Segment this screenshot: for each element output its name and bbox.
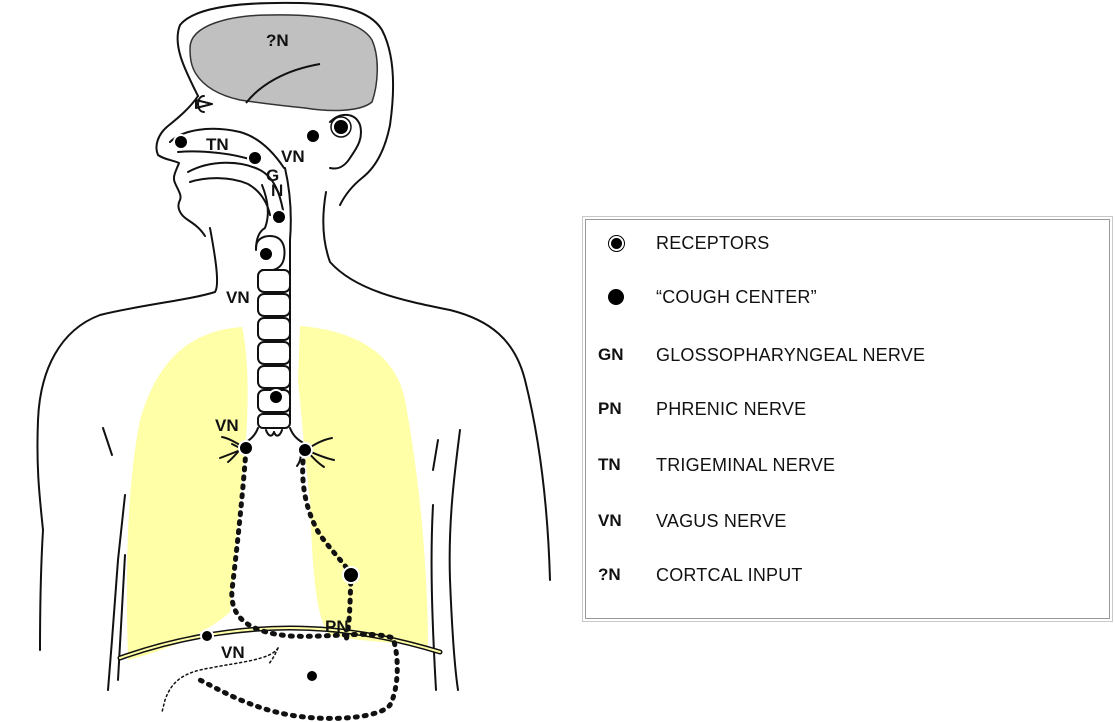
- legend-key-abbr: VN: [586, 511, 646, 531]
- label-vagus-neck: VN: [226, 288, 250, 307]
- vagus-pathway-abdominal-2: [268, 648, 278, 665]
- receptor-nasopharynx: [248, 151, 262, 165]
- legend-row-cough-center: “COUGH CENTER”: [586, 285, 817, 309]
- receptor-dot-icon: [611, 238, 622, 249]
- legend-key-abbr: GN: [586, 345, 646, 365]
- receptor-diaphragm: [201, 630, 213, 642]
- legend-label: “COUGH CENTER”: [646, 287, 817, 308]
- label-glosso-n: N: [271, 181, 283, 200]
- legend-label: RECEPTORS: [646, 233, 770, 254]
- right-lung: [298, 326, 428, 650]
- receptor-right-bronchus: [298, 443, 312, 457]
- label-vagus-ear: VN: [281, 147, 305, 166]
- legend-row-receptors: RECEPTORS: [586, 231, 770, 255]
- cough-center-dot-icon: [608, 289, 624, 305]
- receptor-trachea: [269, 390, 283, 404]
- legend-label: TRIGEMINAL NERVE: [646, 455, 835, 476]
- label-cortical-input: ?N: [266, 31, 289, 50]
- legend-label: GLOSSOPHARYNGEAL NERVE: [646, 345, 925, 366]
- cough-center: [333, 119, 349, 135]
- legend-label: PHRENIC NERVE: [646, 399, 806, 420]
- label-phrenic: PN: [325, 617, 349, 636]
- receptor-pharynx: [272, 210, 286, 224]
- label-vagus-abdomen: VN: [221, 643, 245, 662]
- vagus-pathway-abdominal: [162, 648, 278, 712]
- legend-key-cough-center: [586, 289, 646, 305]
- legend-key-abbr: PN: [586, 399, 646, 419]
- receptor-larynx: [259, 247, 273, 261]
- legend-key-receptors: [586, 238, 646, 249]
- legend-row-glossopharyngeal: GN GLOSSOPHARYNGEAL NERVE: [586, 343, 925, 367]
- legend-label: VAGUS NERVE: [646, 511, 787, 532]
- brain-shape: [190, 15, 377, 111]
- legend-key-abbr: TN: [586, 455, 646, 475]
- label-vagus-bronchi: VN: [215, 416, 239, 435]
- legend-key-abbr: ?N: [586, 565, 646, 585]
- legend-label: CORTCAL INPUT: [646, 565, 803, 586]
- label-trigeminal: TN: [206, 135, 229, 154]
- receptor-stomach: [306, 670, 318, 682]
- left-lung: [127, 327, 248, 660]
- receptor-ear: [306, 129, 320, 143]
- legend: RECEPTORS “COUGH CENTER” GN GLOSSOPHARYN…: [585, 219, 1110, 619]
- legend-row-cortical: ?N CORTCAL INPUT: [586, 563, 803, 587]
- receptor-left-bronchus: [239, 441, 253, 455]
- receptor-nose: [174, 135, 188, 149]
- receptor-pleura: [343, 567, 359, 583]
- legend-row-vagus: VN VAGUS NERVE: [586, 509, 787, 533]
- legend-row-phrenic: PN PHRENIC NERVE: [586, 397, 806, 421]
- legend-row-trigeminal: TN TRIGEMINAL NERVE: [586, 453, 835, 477]
